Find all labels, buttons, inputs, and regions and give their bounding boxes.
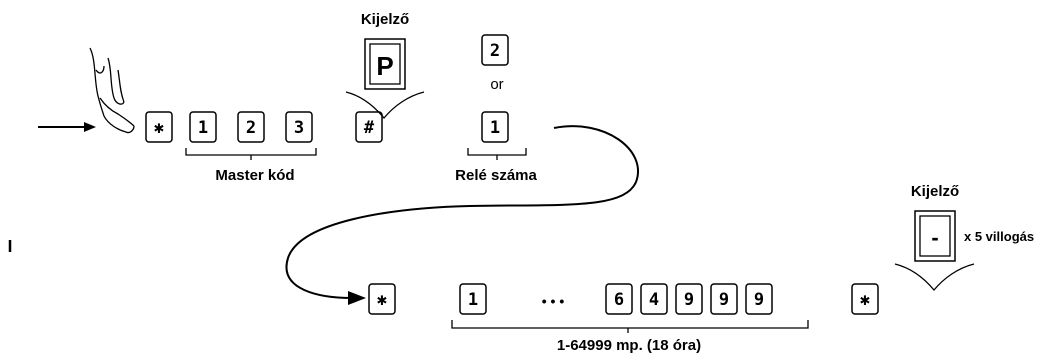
key-digit-6[interactable]: 6 (605, 283, 633, 315)
key-star[interactable]: ✱ (145, 111, 173, 143)
svg-text:9: 9 (684, 290, 694, 310)
time-range-bracket (451, 320, 809, 333)
key-digit-1[interactable]: 1 (459, 283, 487, 315)
hand-pointing-icon (89, 47, 135, 134)
curved-arrow-head-icon (348, 291, 366, 305)
svg-text:1: 1 (198, 118, 208, 138)
display-top-label: Kijelző (361, 11, 409, 28)
entry-arrow-icon (38, 122, 96, 132)
svg-text:1: 1 (468, 290, 478, 310)
key-3[interactable]: 3 (285, 111, 313, 143)
svg-text:P: P (376, 51, 393, 81)
key-star-start[interactable]: ✱ (368, 283, 396, 315)
display-dash-icon: - (914, 210, 956, 262)
key-digit-9a[interactable]: 9 (675, 283, 703, 315)
master-code-label: Master kód (215, 167, 294, 184)
svg-text:4: 4 (649, 290, 659, 310)
curved-arrow-icon (285, 125, 639, 299)
ellipsis: • • • (542, 293, 565, 309)
key-relay-1[interactable]: 1 (481, 111, 509, 143)
svg-text:-: - (931, 225, 938, 250)
key-digit-9b[interactable]: 9 (710, 283, 738, 315)
svg-text:#: # (364, 118, 375, 138)
display-right-label: Kijelző (911, 183, 959, 200)
key-digit-4[interactable]: 4 (640, 283, 668, 315)
svg-text:1: 1 (490, 118, 500, 138)
flash-count-label: x 5 villogás (964, 229, 1034, 244)
svg-text:9: 9 (719, 290, 729, 310)
key-digit-9c[interactable]: 9 (745, 283, 773, 315)
relay-number-bracket (467, 148, 527, 160)
v-notch-icon (345, 91, 425, 120)
svg-text:6: 6 (614, 290, 624, 310)
relay-number-label: Relé száma (455, 167, 537, 184)
or-label: or (490, 76, 503, 93)
svg-text:✱: ✱ (154, 118, 164, 138)
key-1[interactable]: 1 (189, 111, 217, 143)
key-star-end[interactable]: ✱ (851, 283, 879, 315)
svg-text:9: 9 (754, 290, 764, 310)
svg-text:✱: ✱ (377, 290, 387, 310)
key-hash[interactable]: # (355, 111, 383, 143)
display-p-icon: P (364, 38, 406, 90)
svg-text:3: 3 (294, 118, 304, 138)
time-range-label: 1-64999 mp. (18 óra) (557, 337, 701, 354)
master-code-bracket (185, 148, 317, 160)
v-notch-icon-right (894, 263, 975, 292)
svg-text:2: 2 (246, 118, 256, 138)
key-2[interactable]: 2 (237, 111, 265, 143)
svg-text:2: 2 (490, 41, 500, 61)
key-relay-2[interactable]: 2 (481, 34, 509, 66)
svg-text:✱: ✱ (860, 290, 870, 310)
